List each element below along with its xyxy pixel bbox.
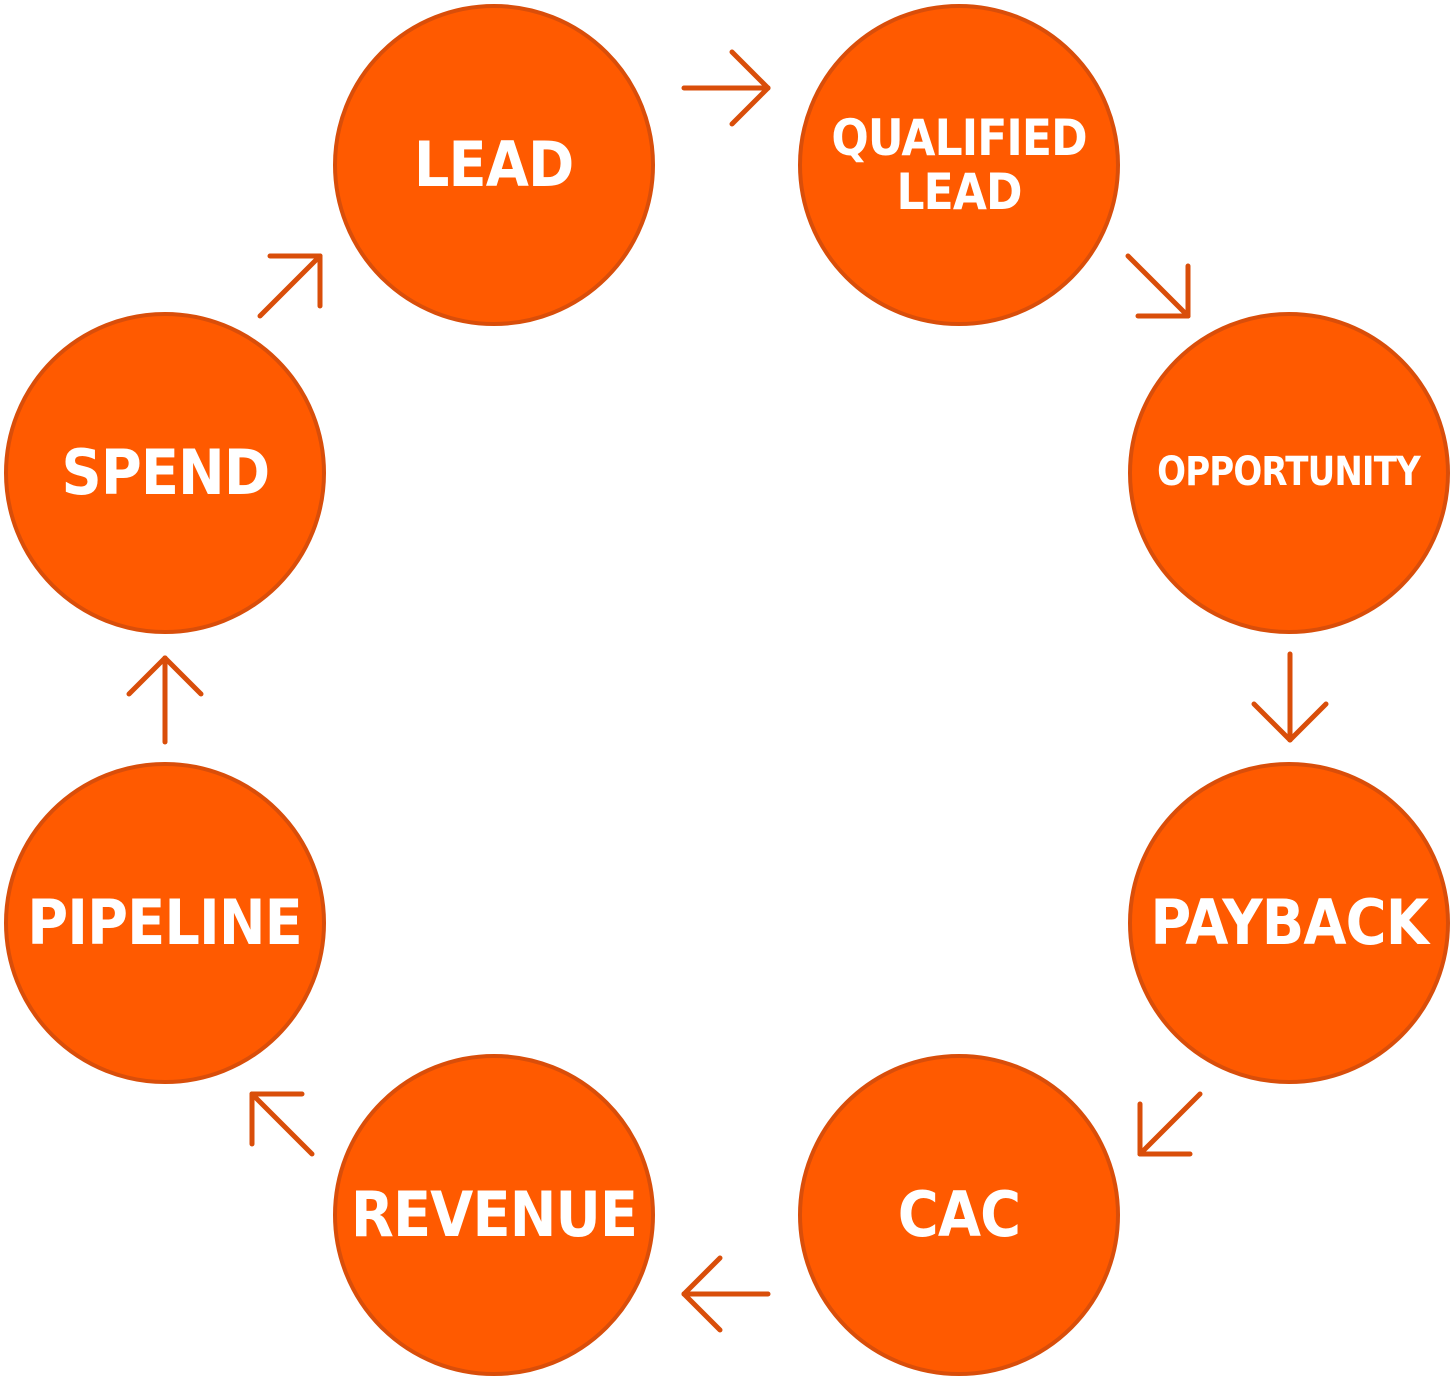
node-spend-label: SPEND [61,435,270,509]
arrow-cac-to-revenue [681,1255,771,1333]
node-cac: CAC [798,1054,1120,1376]
node-payback: PAYBACK [1128,762,1450,1084]
node-pipeline-label: PIPELINE [27,885,304,959]
arrow-pipeline-to-spend [126,655,204,745]
arrow-revenue-to-pipeline [249,1091,315,1157]
arrow-payback-to-cac [1137,1091,1203,1157]
node-lead-label: LEAD [414,127,574,201]
node-spend: SPEND [4,312,326,634]
node-payback-label: PAYBACK [1150,885,1429,959]
node-pipeline: PIPELINE [4,762,326,1084]
node-cac-label: CAC [897,1177,1021,1251]
node-revenue: REVENUE [333,1054,655,1376]
node-opportunity-label: OPPORTUNITY [1157,449,1422,496]
arrow-qualified-lead-to-opportunity [1125,253,1191,319]
node-qualified-lead: QUALIFIED LEAD [798,4,1120,326]
node-opportunity: OPPORTUNITY [1128,312,1450,634]
arrow-opportunity-to-payback [1251,651,1329,743]
node-revenue-label: REVENUE [350,1177,638,1251]
node-lead: LEAD [333,4,655,326]
arrow-lead-to-qualified-lead [681,49,771,127]
arrow-spend-to-lead [257,253,323,319]
node-qualified-lead-label: QUALIFIED LEAD [831,109,1087,221]
